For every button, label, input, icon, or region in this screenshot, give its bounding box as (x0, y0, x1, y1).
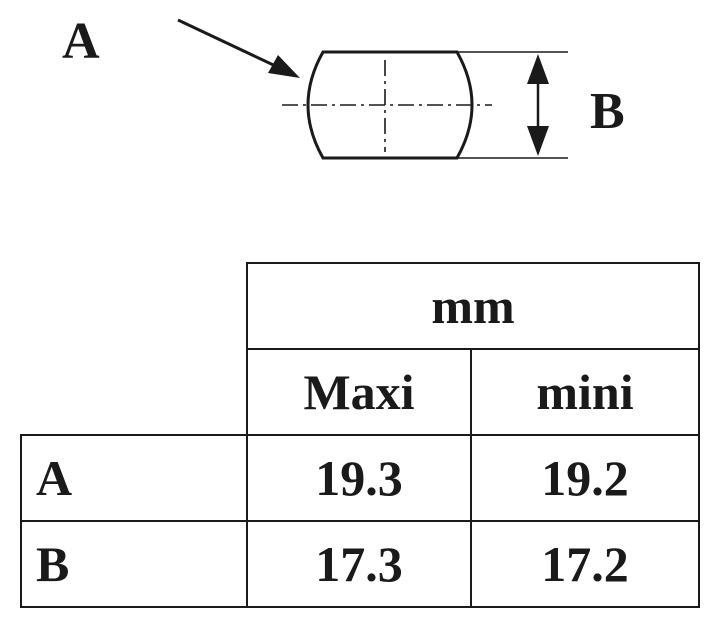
table-header-row: Maxi mini (21, 348, 700, 436)
row-label-b: B (20, 520, 248, 608)
table-row: A 19.3 19.2 (20, 434, 700, 522)
column-header-maxi: Maxi (246, 348, 472, 436)
column-header-mini: mini (470, 348, 700, 436)
leader-arrowhead (268, 55, 300, 78)
table-empty-cell (21, 263, 247, 349)
cell-a-mini: 19.2 (470, 434, 700, 522)
dimension-arrow-down (527, 126, 549, 156)
table-empty-cell (21, 349, 247, 435)
dimension-table: mm Maxi mini A 19.3 19.2 B 17.3 17.2 (20, 262, 700, 608)
label-b: B (590, 83, 625, 140)
label-a: A (62, 13, 100, 70)
table-row: B 17.3 17.2 (20, 520, 700, 608)
dimension-arrow-up (527, 54, 549, 84)
row-label-a: A (20, 434, 248, 522)
cell-b-maxi: 17.3 (246, 520, 472, 608)
leader-arrow-line (177, 18, 285, 72)
cell-b-mini: 17.2 (470, 520, 700, 608)
unit-header: mm (246, 262, 700, 350)
piece-diagram (177, 18, 568, 160)
cell-a-maxi: 19.3 (246, 434, 472, 522)
table-unit-row: mm (21, 262, 700, 350)
